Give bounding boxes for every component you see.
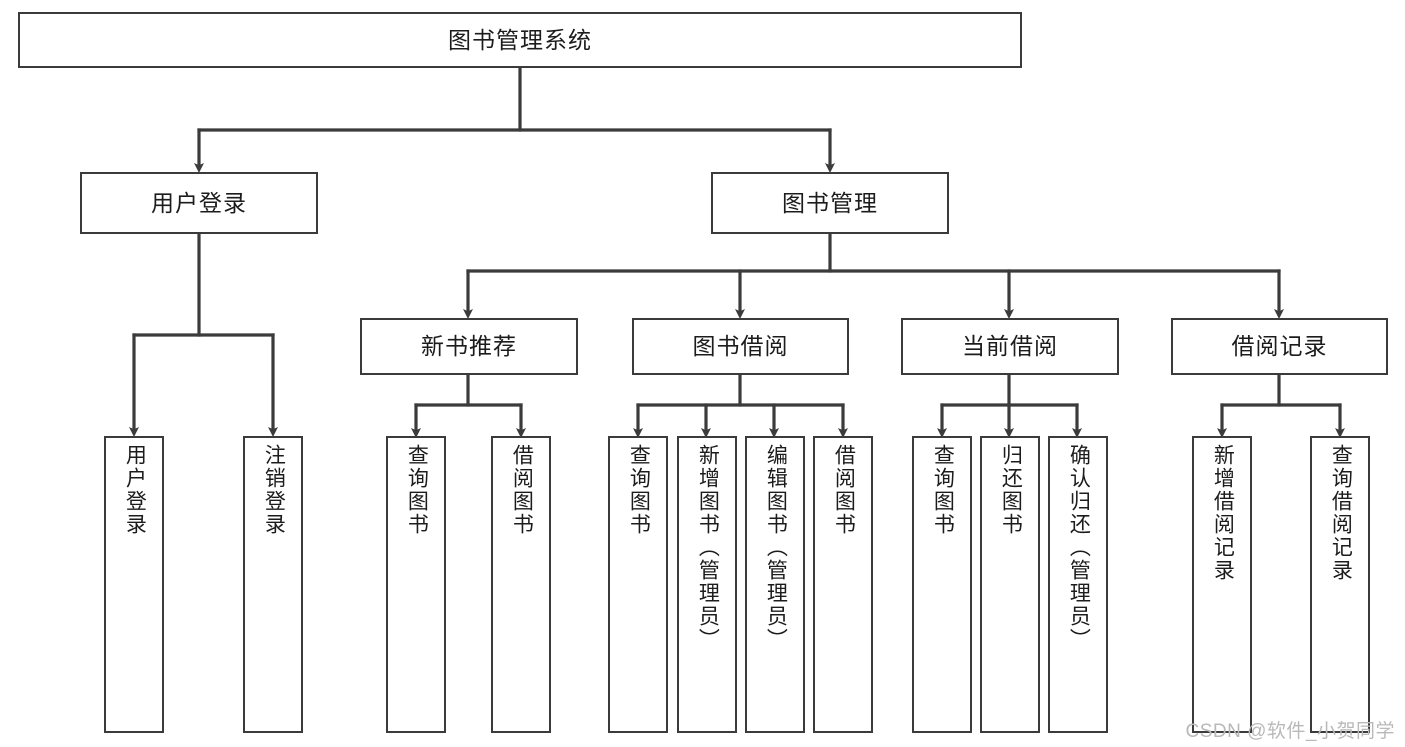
leaf-borrow-book-1-label: 借阅图书 [510, 444, 534, 536]
leaf-user-login[interactable]: 用户登录 [104, 436, 164, 733]
node-new-book-recommend[interactable]: 新书推荐 [360, 318, 578, 375]
node-user-login[interactable]: 用户登录 [80, 172, 318, 234]
leaf-edit-book-label: 编辑图书（管理员） [764, 444, 788, 651]
leaf-return-book-label: 归还图书 [999, 444, 1023, 536]
node-book-borrow[interactable]: 图书借阅 [632, 318, 849, 375]
leaf-return-book[interactable]: 归还图书 [980, 436, 1040, 733]
leaf-user-logout[interactable]: 注销登录 [243, 436, 303, 733]
node-user-login-label: 用户登录 [151, 189, 247, 216]
node-current-borrow[interactable]: 当前借阅 [901, 318, 1119, 375]
leaf-query-record[interactable]: 查询借阅记录 [1310, 436, 1370, 733]
leaf-user-logout-label: 注销登录 [262, 444, 286, 536]
leaf-query-book-1[interactable]: 查询图书 [386, 436, 446, 733]
leaf-borrow-book-2-label: 借阅图书 [832, 444, 856, 536]
leaf-query-book-1-label: 查询图书 [405, 444, 429, 536]
node-root-label: 图书管理系统 [448, 26, 592, 53]
leaf-query-book-2-label: 查询图书 [627, 444, 651, 536]
csdn-watermark: CSDN @软件_小贺同学 [1185, 721, 1395, 742]
leaf-edit-book[interactable]: 编辑图书（管理员） [745, 436, 805, 733]
leaf-confirm-return[interactable]: 确认归还（管理员） [1048, 436, 1108, 733]
leaf-borrow-book-2[interactable]: 借阅图书 [813, 436, 873, 733]
leaf-add-record[interactable]: 新增借阅记录 [1192, 436, 1252, 733]
node-new-book-recommend-label: 新书推荐 [421, 333, 517, 360]
node-borrow-record[interactable]: 借阅记录 [1171, 318, 1388, 375]
leaf-user-login-label: 用户登录 [123, 444, 147, 536]
leaf-query-book-3-label: 查询图书 [931, 444, 955, 536]
leaf-confirm-return-label: 确认归还（管理员） [1067, 444, 1091, 651]
leaf-add-book-label: 新增图书（管理员） [696, 444, 720, 651]
node-book-manage[interactable]: 图书管理 [711, 172, 949, 234]
node-root[interactable]: 图书管理系统 [18, 12, 1022, 68]
leaf-borrow-book-1[interactable]: 借阅图书 [491, 436, 551, 733]
leaf-query-book-2[interactable]: 查询图书 [608, 436, 668, 733]
node-current-borrow-label: 当前借阅 [962, 333, 1058, 360]
leaf-add-record-label: 新增借阅记录 [1211, 444, 1235, 582]
node-borrow-record-label: 借阅记录 [1231, 333, 1328, 360]
node-book-borrow-label: 图书借阅 [692, 333, 789, 360]
leaf-add-book[interactable]: 新增图书（管理员） [677, 436, 737, 733]
leaf-query-record-label: 查询借阅记录 [1329, 444, 1353, 582]
node-book-manage-label: 图书管理 [782, 189, 878, 216]
leaf-query-book-3[interactable]: 查询图书 [912, 436, 972, 733]
